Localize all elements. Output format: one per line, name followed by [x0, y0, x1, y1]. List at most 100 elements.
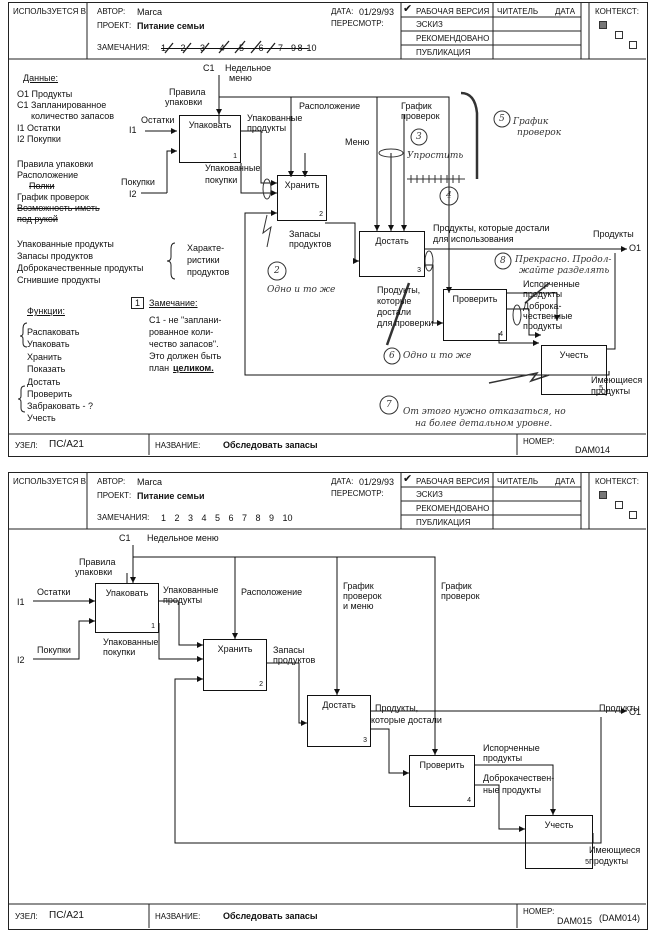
reader-label: ЧИТАТЕЛЬ — [497, 7, 539, 16]
note-line: C1 - не "заплани- — [149, 315, 222, 325]
diagram-title: Обследовать запасы — [223, 911, 318, 921]
context-label: КОНТЕКСТ: — [595, 7, 639, 16]
packed-products-label: продукты — [247, 123, 287, 133]
annotation-6-number: 6 — [389, 351, 395, 361]
annotation-4-number: 4 — [446, 191, 452, 201]
context-node-icon — [599, 21, 607, 29]
good-products-label: Доброка- — [523, 301, 562, 311]
legend-packed: Упакованные продукты — [17, 239, 114, 249]
date-value: 01/29/93 — [359, 7, 395, 17]
activity-number: 4 — [467, 797, 471, 804]
func-unpack: Распаковать — [27, 327, 80, 337]
activity-box-store[interactable]: Хранить 2 — [277, 175, 327, 221]
idef0-sheet-clean-dam015: ИСПОЛЬЗУЕТСЯ В: АВТОР: Marca ПРОЕКТ: Пит… — [8, 472, 648, 930]
reader-label: ЧИТАТЕЛЬ — [497, 477, 539, 486]
taken-products-label: Продукты, — [375, 703, 419, 713]
legend-handy: Возможность иметь — [17, 203, 100, 213]
location-label: Расположение — [241, 587, 303, 597]
legend-schedule: График проверок — [17, 192, 89, 202]
sheet2-lines — [9, 473, 646, 928]
node-value: ПС/А21 — [49, 439, 84, 450]
number-value: DAM014 — [575, 445, 611, 455]
func-show: Показать — [27, 364, 66, 374]
weekly-menu-label: меню — [229, 73, 252, 83]
input-i2-label: I2 — [129, 189, 137, 199]
pack-rules-label: упаковки — [165, 97, 203, 107]
idef0-sheet-draft-dam014: ИСПОЛЬЗУЕТСЯ В: АВТОР: Marca ПРОЕКТ: Пит… — [8, 2, 648, 457]
purchases-label: Покупки — [37, 645, 71, 655]
taken-products-label: для использования — [433, 234, 514, 244]
activity-box-check[interactable]: Проверить 4 — [443, 289, 507, 341]
activity-box-account[interactable]: Учесть 5 — [541, 345, 607, 395]
activity-number: 5 — [599, 385, 603, 392]
packed-products-label: продукты — [163, 595, 203, 605]
spoiled-label: Испорченные — [523, 279, 580, 289]
func-take: Достать — [27, 377, 61, 387]
control-c1-label: C1 — [203, 63, 215, 73]
packed-products-label: Упакованные — [163, 585, 219, 595]
spoiled-label: продукты — [523, 289, 563, 299]
pack-rules-label: Правила — [169, 87, 206, 97]
activity-name: Проверить — [452, 294, 498, 304]
activity-box-store[interactable]: Хранить 2 — [203, 639, 267, 691]
context-node-icon — [615, 501, 623, 509]
status-publication: ПУБЛИКАЦИЯ — [416, 48, 471, 57]
node-label: УЗЕЛ: — [15, 441, 38, 450]
available-label: продукты — [591, 386, 631, 396]
used-at-label: ИСПОЛЬЗУЕТСЯ В: — [13, 477, 89, 486]
func-account: Учесть — [27, 413, 56, 423]
sheet1-lines — [9, 3, 646, 455]
legend-i2: I2 Покупки — [17, 134, 61, 144]
good-products-label: Доброкачествен- — [483, 773, 555, 783]
date-value: 01/29/93 — [359, 477, 395, 487]
annotation-2-number: 2 — [274, 266, 280, 276]
output-o1-label: O1 — [629, 243, 642, 253]
taken-check-label: Продукты, — [377, 285, 421, 295]
status-working: РАБОЧАЯ ВЕРСИЯ — [416, 7, 490, 16]
leftovers-label: Остатки — [37, 587, 71, 597]
activity-box-take[interactable]: Достать 3 — [359, 231, 425, 277]
annotation-7-text: От этого нужно отказаться, но — [403, 407, 566, 417]
annotation-8-text: Прекрасно. Продол- — [515, 255, 612, 265]
input-i1-label: I1 — [129, 125, 137, 135]
output-o1-label: O1 — [629, 707, 642, 717]
context-node-icon — [599, 491, 607, 499]
notes-label: ЗАМЕЧАНИЯ: — [97, 43, 150, 52]
stock-label: Запасы — [273, 645, 305, 655]
taken-check-label: которые — [377, 296, 412, 306]
note-line: план — [149, 363, 170, 373]
revision-label: ПЕРЕСМОТР: — [331, 19, 384, 28]
activity-number: 1 — [233, 153, 237, 160]
number-reference: (DAM014) — [599, 913, 641, 923]
author-value: Marca — [137, 477, 163, 487]
activity-name: Хранить — [284, 180, 320, 190]
status-recommended: РЕКОМЕНДОВАНО — [416, 504, 490, 513]
activity-name: Достать — [322, 700, 356, 710]
pack-rules-label: Правила — [79, 557, 116, 567]
annotation-6-text: Одно и то же — [403, 351, 472, 361]
activity-number: 5 — [585, 859, 589, 866]
annotation-3-number: 3 — [416, 132, 422, 142]
schedule-label: проверок — [441, 591, 480, 601]
number-value: DAM015 — [557, 916, 593, 926]
spoiled-label: продукты — [483, 753, 523, 763]
good-products-label: чественные — [523, 311, 573, 321]
annotation-5-number: 5 — [499, 114, 505, 124]
packed-purchases-label: Упакованные — [205, 163, 261, 173]
legend-data-title: Данные: — [23, 73, 59, 83]
stock-label: Запасы — [289, 229, 321, 239]
good-products-label: продукты — [523, 321, 563, 331]
activity-box-pack[interactable]: Упаковать 1 — [179, 115, 241, 163]
schedule-label: График — [401, 101, 432, 111]
activity-number: 1 — [151, 623, 155, 630]
status-draft: ЭСКИЗ — [416, 20, 443, 29]
activity-box-check[interactable]: Проверить 4 — [409, 755, 475, 807]
working-check-icon: ✔ — [403, 3, 413, 15]
legend-characteristics: ристики — [187, 255, 220, 265]
input-i1-label: I1 — [17, 597, 25, 607]
context-node-icon — [615, 31, 623, 39]
activity-box-take[interactable]: Достать 3 — [307, 695, 371, 747]
input-i2-label: I2 — [17, 655, 25, 665]
activity-box-pack[interactable]: Упаковать 1 — [95, 583, 159, 633]
activity-box-account[interactable]: Учесть 5 — [525, 815, 593, 869]
